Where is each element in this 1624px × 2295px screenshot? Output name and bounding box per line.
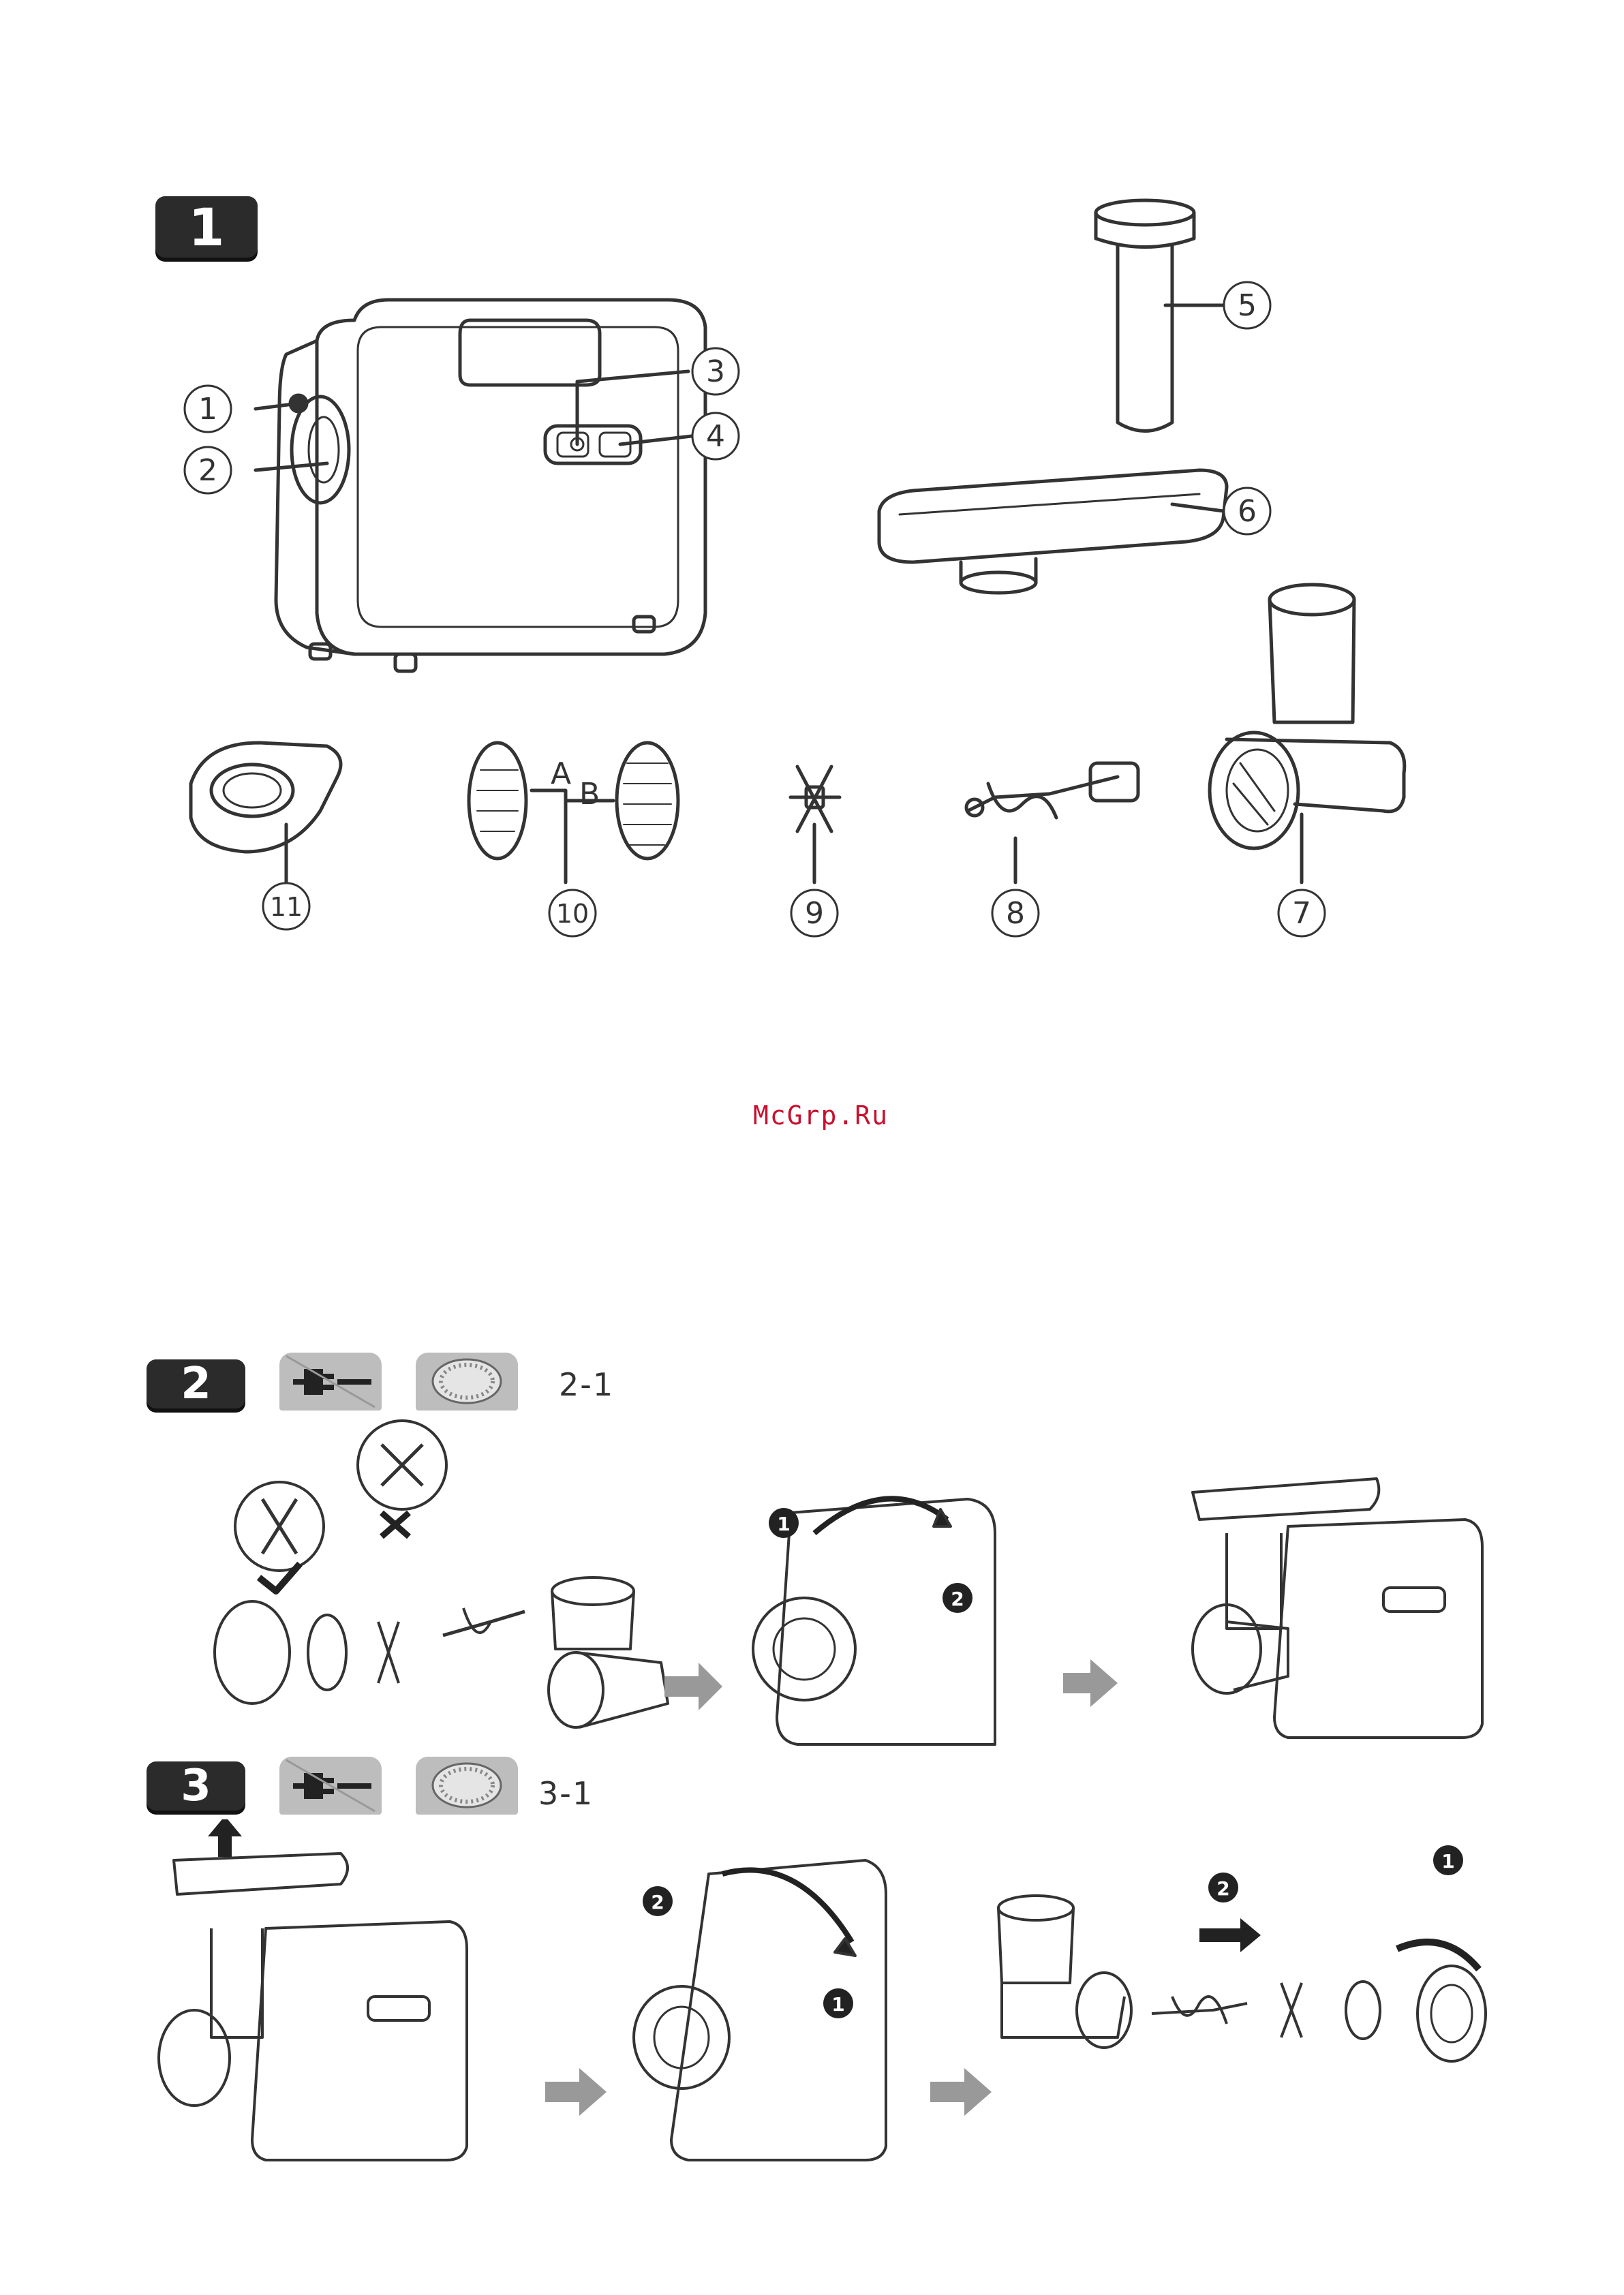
cutting-blade-illustration [791,767,840,831]
plate-label-b: B [579,777,600,812]
callout-11: 11 [270,892,303,922]
arrow-up-icon [208,1819,242,1857]
step-3-badge: 3 [147,1761,245,1811]
order-marker-one: 1 [777,1513,790,1535]
callout-3: 3 [706,354,725,389]
arrow-right-icon [545,2068,607,2116]
arrow-right-icon [1199,1918,1261,1952]
step-3-disassembly-diagram: 2 1 2 1 [0,1819,1624,2228]
callout-8: 8 [1006,896,1025,931]
grinding-plate-icon [416,1757,518,1815]
grinding-plate-icon-box [416,1353,518,1411]
step-1-parts-diagram: 1 2 3 4 5 6 7 8 9 10 11 A B [0,0,1624,988]
arrow-right-icon [1063,1659,1118,1707]
svg-text:2: 2 [1216,1877,1229,1900]
feed-screw-illustration [966,763,1138,818]
cross-icon [382,1513,409,1537]
callout-4: 4 [706,419,725,454]
step-2-substep: 2-1 [559,1366,614,1403]
svg-text:1: 1 [831,1993,844,2016]
arrow-right-icon [930,2068,992,2116]
order-marker-two: 2 [951,1588,964,1610]
step-2-badge: 2 [147,1359,245,1408]
unplug-icon-box-3 [279,1757,382,1815]
svg-text:1: 1 [1441,1850,1454,1873]
unplug-icon [279,1353,382,1411]
callout-7: 7 [1292,896,1311,931]
arrow-right-icon [664,1663,722,1710]
plate-label-a: A [551,756,571,791]
food-tray-illustration [879,470,1227,593]
callout-5: 5 [1238,288,1257,323]
watermark: McGrp.Ru [753,1100,889,1130]
svg-text:2: 2 [651,1891,664,1913]
unplug-icon-box [279,1353,382,1411]
callout-2: 2 [198,453,217,488]
food-pusher-illustration [1096,200,1194,431]
grinder-head-illustration [1210,585,1405,848]
step-3-substep: 3-1 [538,1775,594,1812]
motor-unit-illustration [276,300,705,671]
grinding-plate-icon [416,1353,518,1411]
ring-nut-illustration [191,743,341,852]
unplug-icon [279,1757,382,1815]
grinding-plate-icon-box-3 [416,1757,518,1815]
callout-1: 1 [198,392,217,427]
callout-9: 9 [805,896,824,931]
step-2-assembly-diagram: 1 2 [0,1417,1624,1758]
callout-10: 10 [556,899,589,929]
callout-6: 6 [1238,494,1257,529]
